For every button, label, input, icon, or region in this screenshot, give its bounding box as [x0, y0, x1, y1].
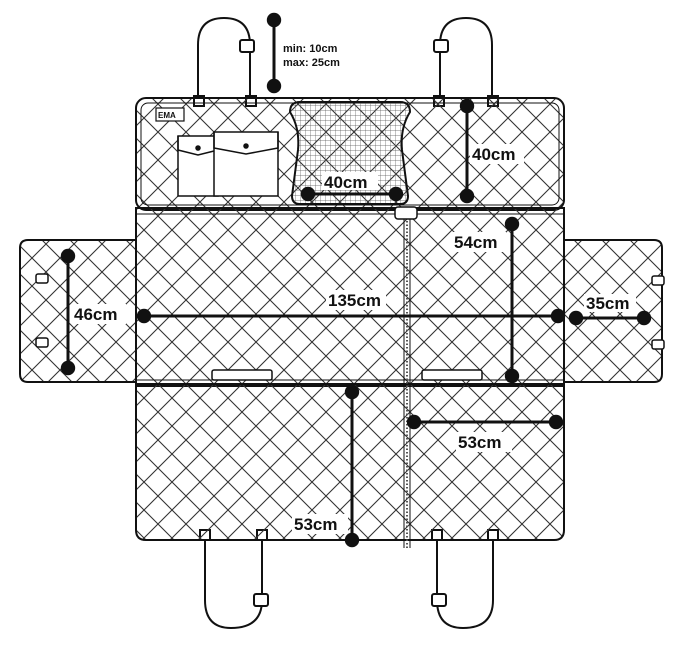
- strap-min-label: min: 10cm: [283, 43, 338, 55]
- dimension-lines: [60, 12, 652, 548]
- strap-bottom-left: [199, 529, 269, 630]
- storage-pockets: [177, 131, 279, 197]
- side-clips: [35, 273, 665, 350]
- zipper-pull: [394, 206, 418, 220]
- label-total-width: 135cm: [328, 291, 381, 310]
- brand-logo-text: EMA: [158, 111, 176, 120]
- label-front-flap-height: 53cm: [294, 515, 337, 534]
- brand-logo: EMA: [155, 107, 185, 122]
- front-flap: [135, 383, 565, 541]
- label-seat-depth: 54cm: [454, 233, 497, 252]
- strap-top-right: [433, 16, 499, 107]
- label-side-flap-height: 46cm: [74, 305, 117, 324]
- strap-max-label: max: 25cm: [283, 57, 340, 69]
- pocket-left: [177, 135, 219, 197]
- label-front-flap-width: 53cm: [458, 433, 501, 452]
- pocket-right: [213, 131, 279, 197]
- label-back-height: 40cm: [472, 145, 515, 164]
- strap-bottom-right: [431, 529, 499, 630]
- top-straps: [193, 16, 499, 107]
- seatbelt-slot-right: [421, 369, 483, 381]
- seatbelt-slot-left: [211, 369, 273, 381]
- center-zipper: [394, 206, 418, 548]
- mesh-window: [288, 101, 412, 205]
- bottom-straps: [199, 529, 499, 630]
- label-side-flap-width: 35cm: [586, 294, 629, 313]
- strap-top-left: [193, 16, 257, 107]
- label-headrest-width: 40cm: [324, 173, 367, 192]
